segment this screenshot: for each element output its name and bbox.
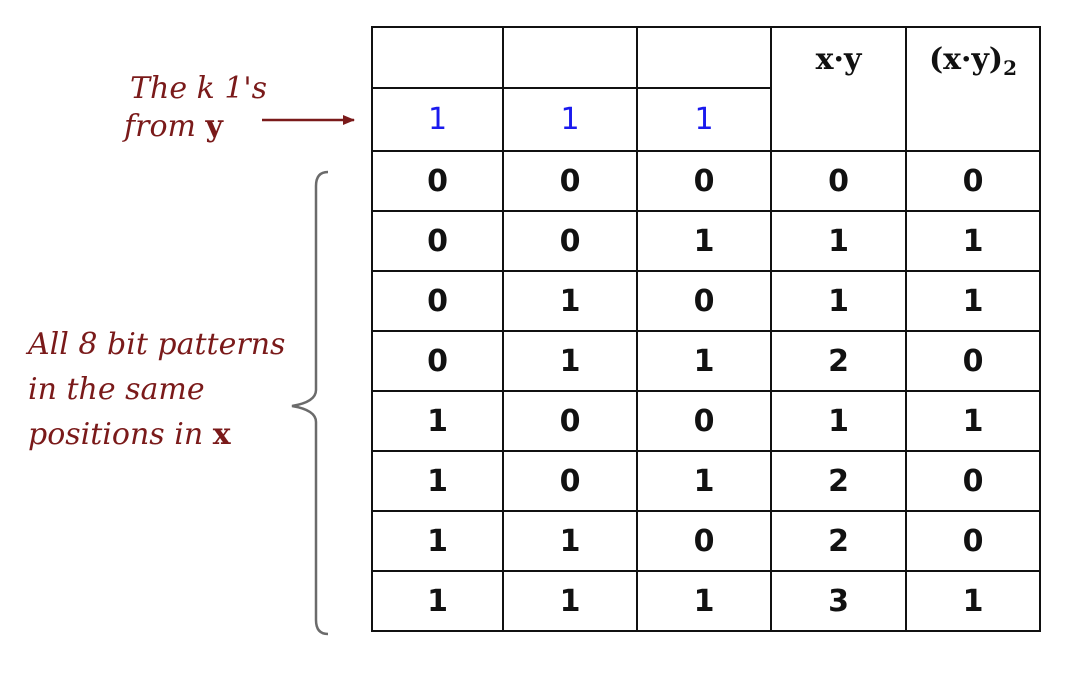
x-bit-cell: 1 <box>502 510 638 572</box>
header-row: x·y (x·y)2 <box>371 26 1041 152</box>
x-bit-cell: 0 <box>371 210 504 272</box>
x-bit-cell: 0 <box>371 330 504 392</box>
header-dot-product-mod2: (x·y)2 <box>905 26 1041 152</box>
annotation-k-ones-line1: The k 1's <box>130 71 268 106</box>
table-row: 0 1 0 1 1 <box>371 270 1041 332</box>
x-bit-cell: 1 <box>371 570 504 632</box>
x-bit-cell: 1 <box>502 570 638 632</box>
y-bits-row: 1 1 1 <box>371 87 1040 152</box>
annotation-bit-patterns-line3: positions in x <box>28 412 285 457</box>
mod2-cell: 1 <box>905 570 1041 632</box>
x-bit-cell: 1 <box>502 270 638 332</box>
dot-product-cell: 2 <box>770 450 907 512</box>
x-bit-cell: 1 <box>636 210 772 272</box>
x-bit-cell: 1 <box>371 390 504 452</box>
x-bit-cell: 1 <box>636 570 772 632</box>
dot-product-cell: 2 <box>770 330 907 392</box>
table-row: 1 0 1 2 0 <box>371 450 1041 512</box>
x-bit-cell: 1 <box>371 510 504 572</box>
x-bit-cell: 1 <box>371 450 504 512</box>
annotation-bit-patterns-line2: in the same <box>28 372 205 407</box>
mod2-cell: 0 <box>905 150 1041 212</box>
x-bit-cell: 1 <box>502 330 638 392</box>
x-bit-cell: 0 <box>636 270 772 332</box>
table-row: 0 0 1 1 1 <box>371 210 1041 272</box>
dot-product-cell: 2 <box>770 510 907 572</box>
y-bit-cell: 1 <box>502 87 638 152</box>
dot-product-cell: 0 <box>770 150 907 212</box>
mod2-cell: 0 <box>905 330 1041 392</box>
annotation-bit-patterns: All 8 bit patterns in the same positions… <box>28 322 285 457</box>
dot-product-cell: 1 <box>770 270 907 332</box>
curly-brace-icon <box>291 170 329 636</box>
header-dot-product-mod2-label: (x·y) <box>928 42 1004 77</box>
annotation-from-text: from <box>124 109 206 144</box>
table-row: 0 0 0 0 0 <box>371 150 1041 212</box>
header-blank-cell <box>636 26 772 89</box>
x-bit-cell: 0 <box>636 390 772 452</box>
header-blank-cell <box>502 26 638 89</box>
dot-product-cell: 3 <box>770 570 907 632</box>
header-dot-product-label: x·y <box>815 42 862 77</box>
annotation-k-ones-line2: from y <box>124 108 267 146</box>
mod2-cell: 0 <box>905 510 1041 572</box>
annotation-bit-patterns-line1: All 8 bit patterns <box>28 327 286 362</box>
x-bit-cell: 0 <box>502 150 638 212</box>
table-row: 1 1 0 2 0 <box>371 510 1041 572</box>
mod2-cell: 1 <box>905 210 1041 272</box>
header-mod2-subscript: 2 <box>1003 56 1018 80</box>
annotation-x-symbol: x <box>212 417 231 452</box>
header-dot-product: x·y <box>770 26 907 152</box>
table-row: 1 0 0 1 1 <box>371 390 1041 452</box>
x-bit-cell: 1 <box>636 450 772 512</box>
x-bit-cell: 0 <box>502 210 638 272</box>
x-bit-cell: 0 <box>502 390 638 452</box>
truth-table: x·y (x·y)2 1 1 1 0 0 0 0 0 0 0 1 1 1 0 1… <box>371 26 1041 632</box>
y-bit-cell: 1 <box>371 87 504 152</box>
x-bit-cell: 0 <box>371 270 504 332</box>
header-blank-cell <box>371 26 504 89</box>
mod2-cell: 1 <box>905 270 1041 332</box>
x-bit-cell: 0 <box>371 150 504 212</box>
y-bit-cell: 1 <box>636 87 772 152</box>
dot-product-cell: 1 <box>770 390 907 452</box>
x-bit-cell: 1 <box>636 330 772 392</box>
x-bit-cell: 0 <box>636 510 772 572</box>
annotation-k-ones: The k 1's from y <box>124 70 268 146</box>
mod2-cell: 1 <box>905 390 1041 452</box>
mod2-cell: 0 <box>905 450 1041 512</box>
table-row: 0 1 1 2 0 <box>371 330 1041 392</box>
x-bit-cell: 0 <box>636 150 772 212</box>
annotation-y-symbol: y <box>205 109 223 144</box>
annotation-positions-text: positions in <box>28 417 213 452</box>
table-row: 1 1 1 3 1 <box>371 570 1041 632</box>
dot-product-cell: 1 <box>770 210 907 272</box>
x-bit-cell: 0 <box>502 450 638 512</box>
